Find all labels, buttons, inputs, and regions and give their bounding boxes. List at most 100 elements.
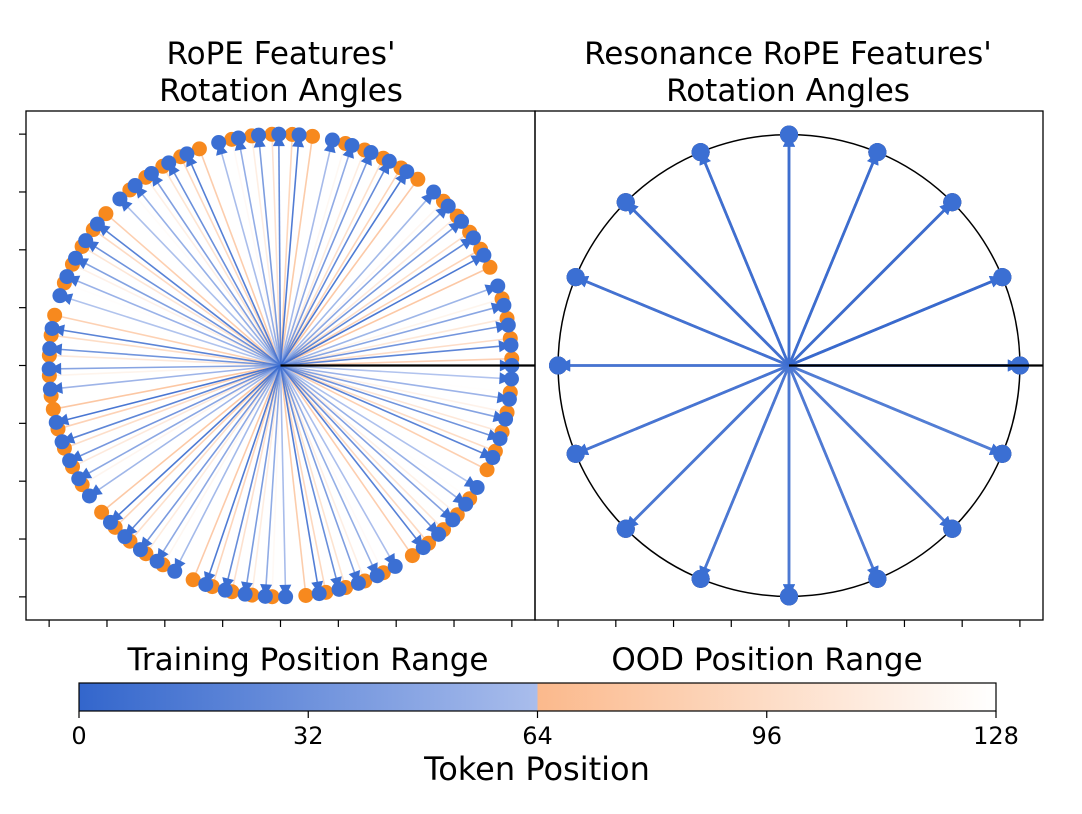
- training-point: [324, 132, 340, 148]
- angle-line: [699, 151, 791, 366]
- training-point: [431, 526, 447, 542]
- ood-point: [410, 171, 426, 187]
- ood-point: [298, 587, 314, 603]
- training-point: [198, 576, 214, 592]
- angle-line: [279, 365, 287, 597]
- angle-line: [280, 266, 491, 367]
- training-point: [780, 587, 798, 606]
- training-point: [59, 269, 75, 285]
- training-point: [149, 553, 165, 569]
- angle-line: [69, 364, 281, 462]
- angle-line: [279, 160, 390, 366]
- angle-line: [280, 364, 496, 452]
- training-point: [691, 569, 710, 588]
- angle-line: [174, 365, 282, 572]
- training-point: [445, 512, 461, 528]
- training-point: [132, 542, 148, 558]
- angle-line: [279, 364, 458, 516]
- colorbar-tick-label: 32: [293, 722, 324, 750]
- angle-line: [279, 191, 435, 367]
- ood-range-label: OOD Position Range: [611, 642, 922, 678]
- ood-point: [404, 548, 420, 564]
- angle-line: [51, 364, 281, 397]
- angle-line: [280, 364, 488, 471]
- angle-line: [279, 365, 347, 588]
- ood-point: [482, 259, 498, 275]
- angle-line: [186, 153, 282, 366]
- angle-line: [180, 156, 282, 366]
- angle-line: [168, 162, 282, 366]
- angle-line: [250, 135, 282, 366]
- angle-line: [280, 317, 508, 367]
- angle-line: [787, 365, 879, 580]
- angle-line: [280, 304, 505, 367]
- angle-line: [224, 365, 282, 591]
- training-point: [278, 589, 294, 605]
- angle-line: [279, 178, 419, 366]
- training-point: [469, 479, 485, 495]
- training-point: [381, 153, 397, 169]
- angle-line: [788, 364, 1003, 456]
- angle-line: [257, 135, 282, 366]
- angle-line: [279, 200, 445, 367]
- training-point: [440, 198, 456, 214]
- training-point: [48, 414, 64, 430]
- angle-line: [211, 365, 282, 587]
- angle-line: [280, 364, 508, 414]
- training-point: [44, 320, 60, 336]
- training-point: [271, 126, 287, 142]
- angle-line: [280, 364, 501, 440]
- training-point: [496, 297, 512, 313]
- angle-line: [57, 364, 281, 430]
- right-title-line-2: Rotation Angles: [666, 73, 910, 109]
- training-point: [780, 125, 798, 144]
- training-point: [566, 444, 585, 463]
- angle-line: [279, 365, 307, 596]
- angle-line: [231, 365, 282, 592]
- angle-line: [279, 205, 449, 367]
- angle-line: [49, 364, 281, 377]
- angle-line: [139, 365, 282, 551]
- angle-line: [788, 201, 954, 367]
- angle-line: [279, 136, 314, 366]
- angle-line: [279, 152, 372, 366]
- training-point: [454, 213, 470, 229]
- angle-line: [192, 365, 282, 581]
- angle-line: [105, 213, 282, 367]
- angle-line: [156, 365, 282, 562]
- angle-line: [279, 365, 340, 590]
- angle-line: [575, 364, 790, 456]
- ood-point: [304, 128, 320, 144]
- angle-line: [279, 134, 300, 366]
- angle-line: [109, 364, 282, 523]
- ood-point: [191, 141, 207, 157]
- training-point: [369, 568, 385, 584]
- training-point: [350, 575, 366, 591]
- angle-line: [279, 365, 424, 549]
- colorbar-tick-label: 64: [522, 722, 553, 750]
- training-point: [311, 586, 327, 602]
- training-point: [251, 127, 267, 143]
- training-point: [41, 361, 57, 377]
- angle-line: [277, 134, 282, 366]
- angle-line: [134, 185, 282, 367]
- training-point: [501, 391, 517, 407]
- angle-line: [279, 215, 458, 367]
- angle-line: [280, 285, 499, 367]
- angle-line: [279, 365, 396, 567]
- training-point: [291, 127, 307, 143]
- angle-line: [787, 151, 879, 366]
- training-point: [503, 371, 519, 387]
- angle-line: [624, 201, 790, 367]
- angle-line: [575, 275, 790, 367]
- angle-line: [279, 364, 430, 544]
- colorbar-tick-label: 96: [751, 722, 782, 750]
- angle-line: [162, 165, 282, 366]
- training-point: [161, 155, 177, 171]
- angle-line: [279, 145, 353, 366]
- training-point: [81, 488, 97, 504]
- angle-line: [145, 176, 282, 366]
- angle-line: [88, 364, 281, 497]
- angle-line: [279, 143, 347, 366]
